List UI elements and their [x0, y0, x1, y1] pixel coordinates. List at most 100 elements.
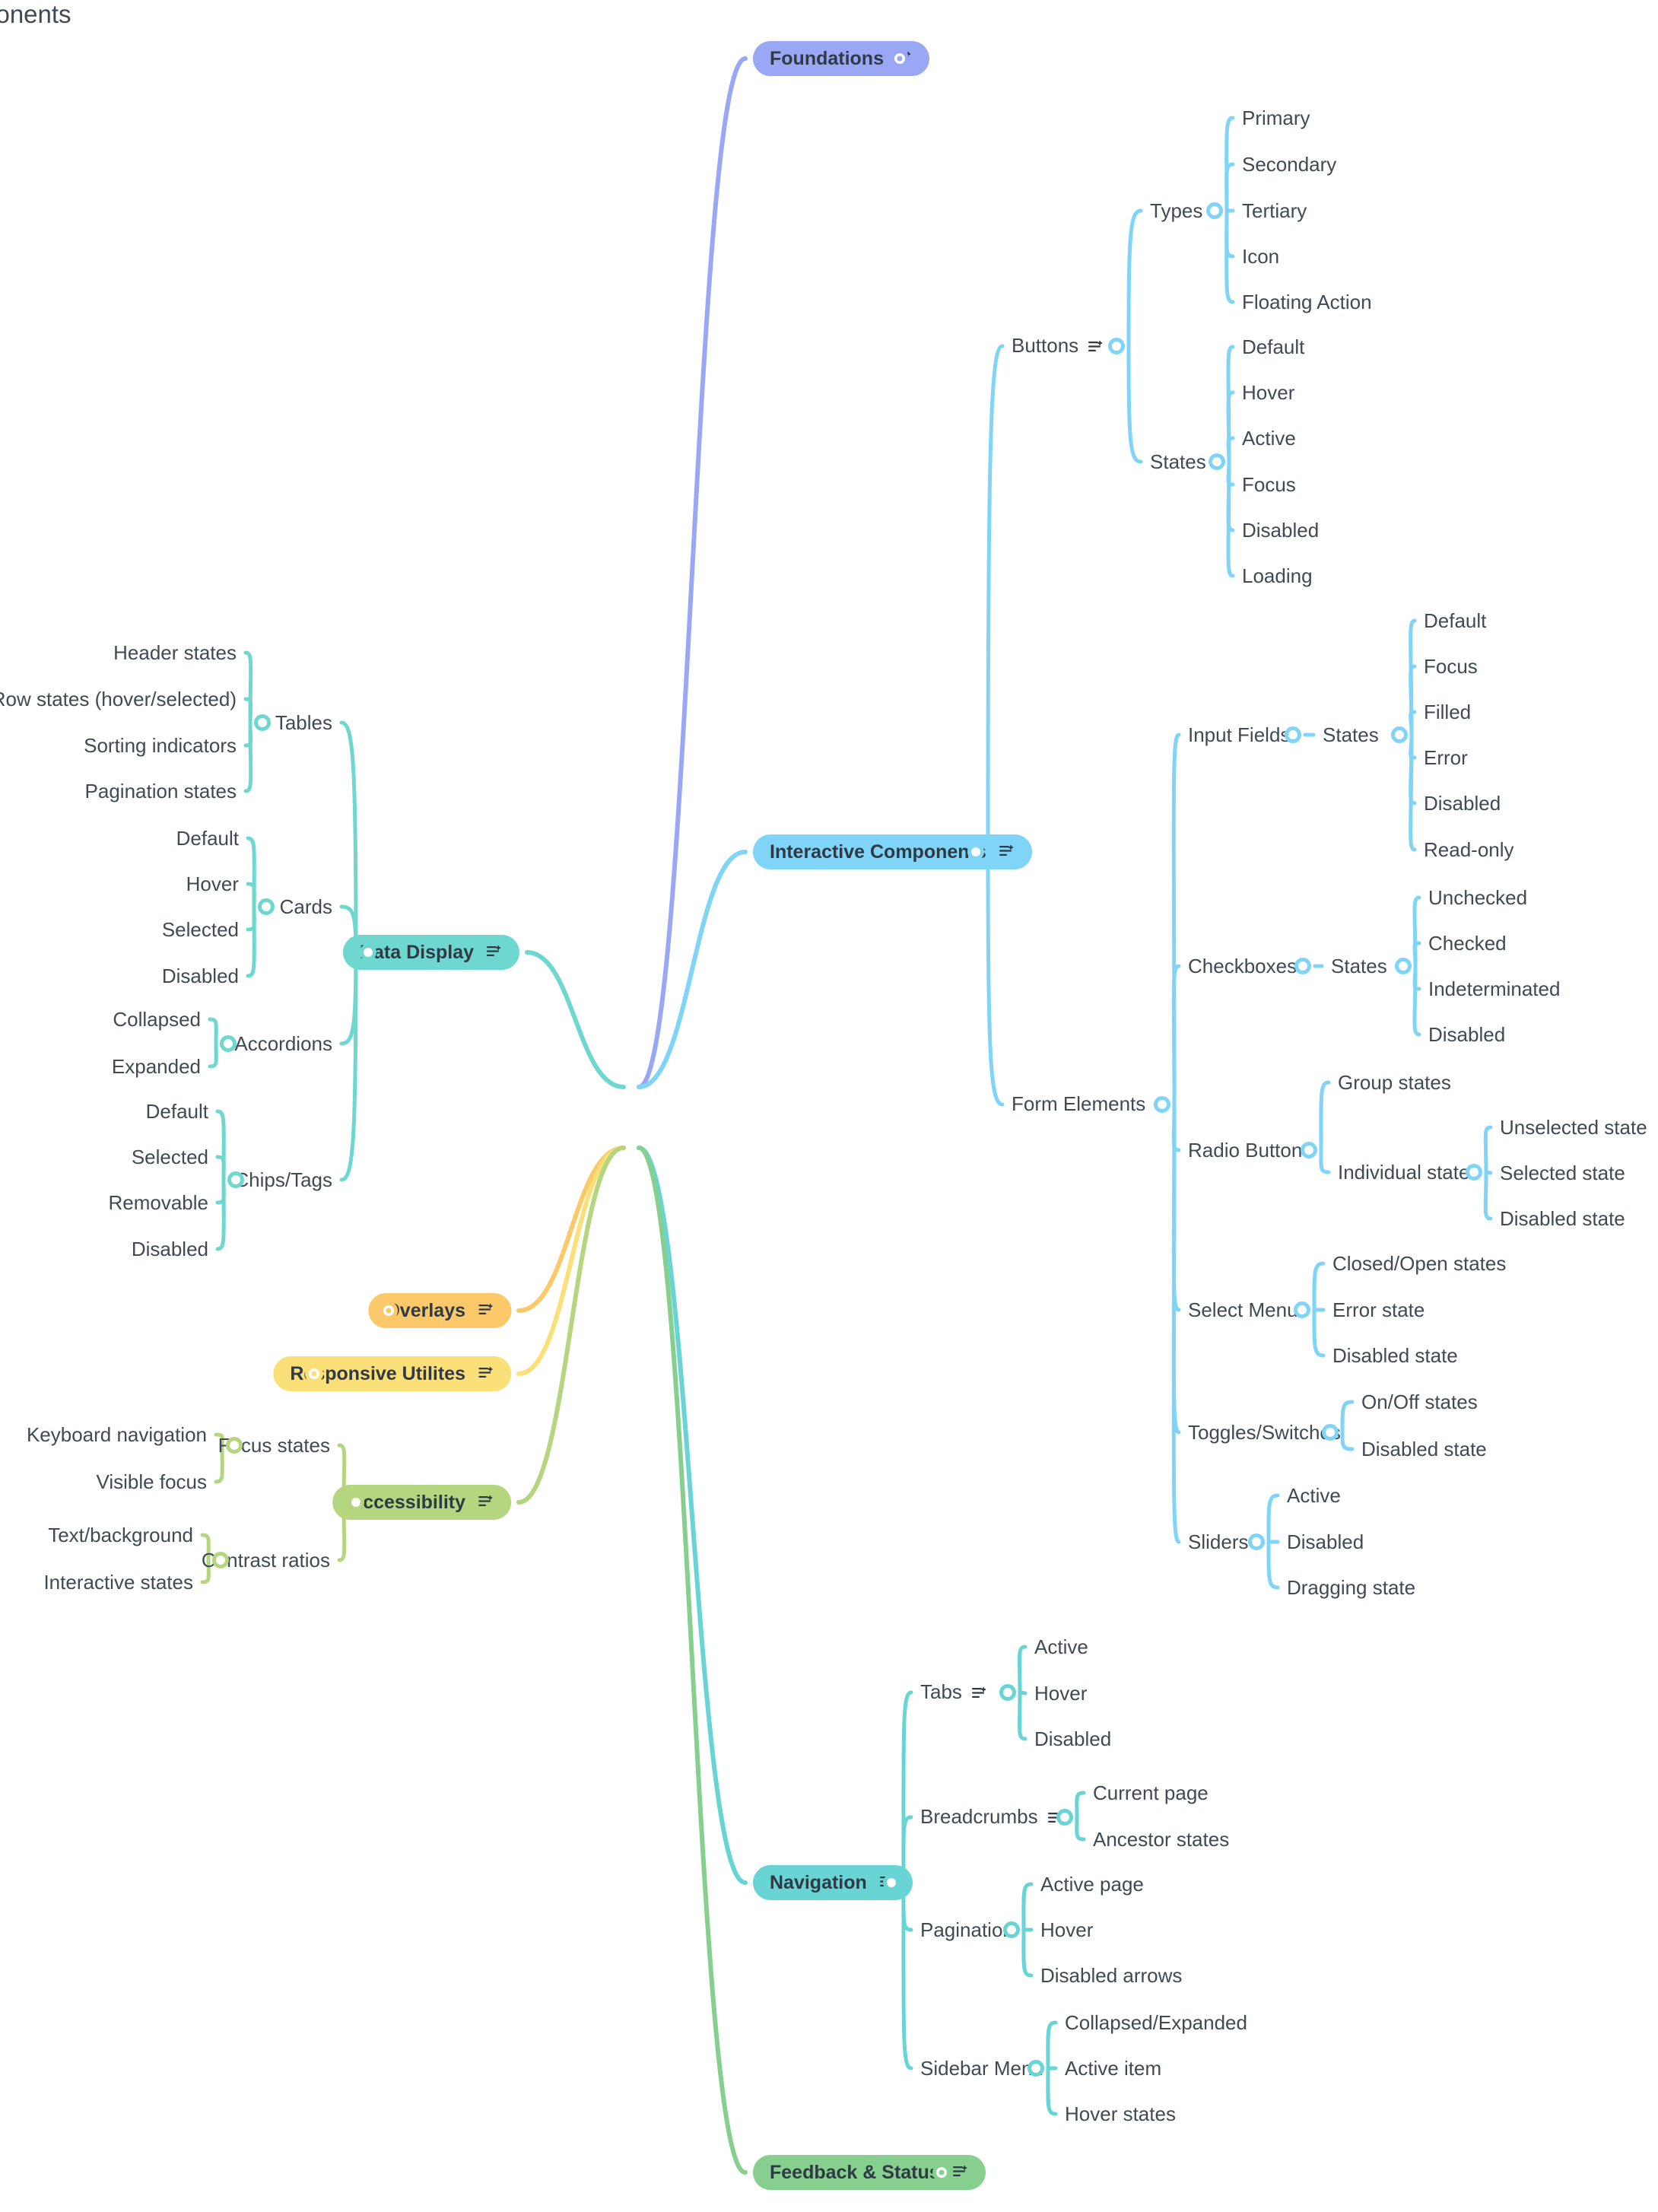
branch-hub-knob[interactable] — [254, 714, 271, 731]
branch-hub-knob[interactable] — [226, 1437, 243, 1454]
node-read-only[interactable]: Read-only — [1424, 838, 1514, 861]
node-current-page[interactable]: Current page — [1093, 1781, 1209, 1804]
branch-hub-knob[interactable] — [883, 1874, 900, 1891]
branch-hub-knob[interactable] — [1301, 1142, 1317, 1158]
node-selected[interactable]: Selected — [132, 1146, 208, 1168]
node-checked[interactable]: Checked — [1428, 932, 1507, 955]
node-sidebar-menu[interactable]: Sidebar Menu — [920, 2057, 1043, 2080]
branch-hub-knob[interactable] — [1056, 1809, 1073, 1826]
node-chips-tags[interactable]: Chips/Tags — [234, 1168, 332, 1191]
node-default[interactable]: Default — [1424, 609, 1486, 632]
branch-hub-knob[interactable] — [1154, 1096, 1170, 1113]
branch-hub-knob[interactable] — [1391, 726, 1408, 743]
node-disabled[interactable]: Disabled — [1428, 1023, 1505, 1046]
node-filled[interactable]: Filled — [1424, 701, 1471, 723]
node-unchecked[interactable]: Unchecked — [1428, 886, 1527, 909]
node-disabled-state[interactable]: Disabled state — [1500, 1207, 1625, 1230]
node-states[interactable]: States — [1150, 450, 1206, 473]
node-tabs[interactable]: Tabs — [920, 1680, 988, 1705]
branch-hub-knob[interactable] — [1003, 1921, 1020, 1938]
node-hover[interactable]: Hover — [1242, 381, 1294, 404]
node-dragging-state[interactable]: Dragging state — [1287, 1576, 1415, 1599]
node-floating-action[interactable]: Floating Action — [1242, 291, 1372, 313]
node-selected[interactable]: Selected — [162, 918, 239, 941]
endcap-dot[interactable] — [932, 2163, 951, 2182]
add-list-icon[interactable] — [952, 2162, 969, 2184]
node-disabled-state[interactable]: Disabled state — [1361, 1438, 1487, 1460]
branch-hub-knob[interactable] — [1028, 2060, 1044, 2077]
node-interactive-states[interactable]: Interactive states — [43, 1571, 193, 1594]
node-disabled-arrows[interactable]: Disabled arrows — [1040, 1964, 1182, 1987]
branch-hub-knob[interactable] — [1466, 1164, 1482, 1181]
node-active[interactable]: Active — [1287, 1484, 1341, 1507]
node-focus[interactable]: Focus — [1242, 473, 1296, 496]
node-disabled[interactable]: Disabled — [1287, 1530, 1364, 1553]
root-node[interactable]: Design System Components — [0, 0, 71, 28]
node-hover-states[interactable]: Hover states — [1065, 2102, 1176, 2125]
endcap-dot[interactable] — [380, 1301, 398, 1320]
node-toggles-switches[interactable]: Toggles/Switches — [1188, 1421, 1341, 1444]
branch-hub-knob[interactable] — [1322, 1424, 1339, 1441]
node-active-page[interactable]: Active page — [1040, 1873, 1144, 1896]
node-collapsed-expanded[interactable]: Collapsed/Expanded — [1065, 2011, 1247, 2034]
node-hover[interactable]: Hover — [1040, 1918, 1093, 1941]
node-breadcrumbs[interactable]: Breadcrumbs — [920, 1805, 1064, 1829]
add-list-icon[interactable] — [487, 942, 503, 964]
node-disabled[interactable]: Disabled — [1034, 1727, 1111, 1750]
node-collapsed[interactable]: Collapsed — [113, 1008, 201, 1031]
branch-hub-knob[interactable] — [227, 1171, 244, 1188]
node-hover[interactable]: Hover — [186, 872, 239, 895]
node-sorting-indicators[interactable]: Sorting indicators — [84, 734, 237, 757]
branch-hub-knob[interactable] — [1395, 958, 1412, 974]
node-selected-state[interactable]: Selected state — [1500, 1162, 1625, 1184]
add-list-icon[interactable] — [478, 1492, 494, 1514]
node-default[interactable]: Default — [146, 1100, 208, 1123]
node-closed-open-states[interactable]: Closed/Open states — [1332, 1252, 1506, 1275]
branch-hub-knob[interactable] — [1285, 726, 1301, 743]
node-loading[interactable]: Loading — [1242, 564, 1313, 587]
node-select-menus[interactable]: Select Menus — [1188, 1298, 1308, 1321]
add-list-icon[interactable] — [478, 1300, 494, 1322]
node-active-item[interactable]: Active item — [1065, 2057, 1161, 2080]
node-row-states-hover-selected[interactable]: Row states (hover/selected) — [0, 688, 237, 710]
branch-hub-knob[interactable] — [1294, 958, 1311, 974]
node-unselected-state[interactable]: Unselected state — [1500, 1116, 1647, 1139]
node-disabled[interactable]: Disabled — [162, 965, 239, 987]
node-sliders[interactable]: Sliders — [1188, 1530, 1248, 1553]
branch-hub-knob[interactable] — [1248, 1533, 1265, 1550]
node-primary[interactable]: Primary — [1242, 106, 1310, 129]
node-secondary[interactable]: Secondary — [1242, 153, 1336, 176]
node-ancestor-states[interactable]: Ancestor states — [1093, 1828, 1229, 1851]
node-tertiary[interactable]: Tertiary — [1242, 199, 1307, 222]
branch-hub-knob[interactable] — [360, 944, 376, 961]
node-tables[interactable]: Tables — [275, 711, 332, 734]
node-active[interactable]: Active — [1034, 1635, 1088, 1658]
branch-hub-knob[interactable] — [967, 844, 984, 860]
branch-hub-knob[interactable] — [212, 1552, 229, 1568]
node-radio-buttons[interactable]: Radio Buttons — [1188, 1139, 1312, 1162]
node-buttons[interactable]: Buttons — [1012, 334, 1104, 358]
node-states[interactable]: States — [1331, 955, 1387, 977]
add-list-icon[interactable] — [999, 841, 1015, 863]
node-disabled[interactable]: Disabled — [1424, 792, 1501, 815]
node-text-background[interactable]: Text/background — [48, 1524, 193, 1546]
branch-pill-foundations[interactable]: Foundations — [753, 41, 929, 76]
node-error-state[interactable]: Error state — [1332, 1298, 1425, 1321]
node-error[interactable]: Error — [1424, 746, 1468, 769]
node-states[interactable]: States — [1323, 723, 1379, 746]
branch-hub-knob[interactable] — [348, 1494, 364, 1511]
node-default[interactable]: Default — [176, 827, 239, 850]
branch-pill-navigation[interactable]: Navigation — [753, 1865, 913, 1900]
node-checkboxes[interactable]: Checkboxes — [1188, 955, 1297, 977]
node-pagination-states[interactable]: Pagination states — [85, 780, 237, 802]
node-types[interactable]: Types — [1150, 199, 1202, 222]
node-icon[interactable]: Icon — [1242, 245, 1279, 268]
branch-pill-interactive-components[interactable]: Interactive Components — [753, 834, 1032, 869]
branch-hub-knob[interactable] — [1206, 202, 1223, 219]
node-keyboard-navigation[interactable]: Keyboard navigation — [27, 1423, 207, 1446]
node-group-states[interactable]: Group states — [1338, 1071, 1451, 1094]
node-accordions[interactable]: Accordions — [234, 1032, 332, 1055]
node-pagination[interactable]: Pagination — [920, 1918, 1014, 1941]
node-removable[interactable]: Removable — [108, 1191, 208, 1214]
node-indeterminated[interactable]: Indeterminated — [1428, 977, 1560, 1000]
